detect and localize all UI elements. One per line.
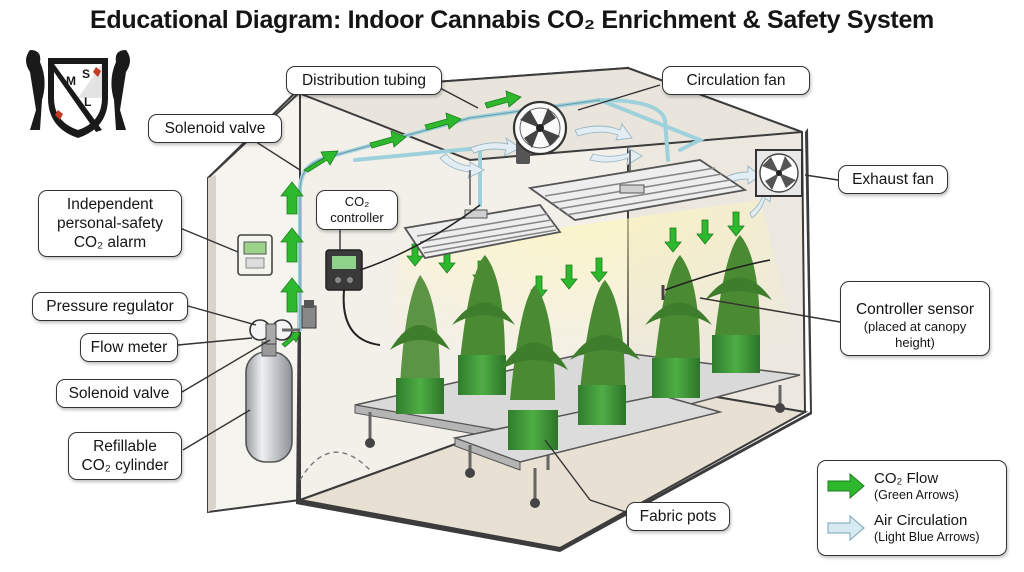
solenoid-valve-top xyxy=(301,300,317,329)
co2-alarm-device xyxy=(237,234,273,276)
callout-circulation-fan: Circulation fan xyxy=(662,66,810,95)
callout-co2-alarm: Independent personal-safety CO₂ alarm xyxy=(38,190,182,257)
callout-distribution-tubing: Distribution tubing xyxy=(286,66,442,95)
plant-2 xyxy=(452,255,515,395)
callout-co2-cylinder-line2: CO₂ cylinder xyxy=(81,457,169,474)
callout-controller-sensor: Controller sensor (placed at canopy heig… xyxy=(840,281,990,356)
legend-arrow-icons xyxy=(827,472,865,542)
callout-solenoid-valve-bottom: Solenoid valve xyxy=(56,379,182,408)
logo-letter-m: M xyxy=(66,74,76,88)
exhaust-fan xyxy=(755,149,803,197)
legend-air-circulation-label: Air Circulation xyxy=(874,512,968,529)
callout-co2-cylinder: Refillable CO₂ cylinder xyxy=(68,432,182,480)
page-title: Educational Diagram: Indoor Cannabis CO₂… xyxy=(90,6,934,34)
callout-co2-controller-line2: controller xyxy=(330,210,384,225)
callout-co2-cylinder-line1: Refillable xyxy=(93,438,157,455)
msnl-logo: M S N L xyxy=(26,50,130,138)
plant-4 xyxy=(570,280,640,425)
callout-co2-alarm-line1: Independent xyxy=(66,196,154,213)
circulation-fan xyxy=(512,100,568,164)
logo-letter-n: N xyxy=(68,102,77,116)
callout-co2-alarm-line2: personal-safety xyxy=(57,215,163,232)
callout-controller-sensor-line2: (placed at canopy xyxy=(863,319,967,334)
canopy-sensor xyxy=(661,259,771,300)
legend-co2-flow-label: CO₂ Flow xyxy=(874,470,939,487)
legend-green-arrow-icon xyxy=(827,472,865,500)
callout-co2-controller: CO₂ controller xyxy=(316,190,398,230)
callout-controller-sensor-line3: height) xyxy=(895,335,935,350)
callout-leader-lines xyxy=(177,84,841,516)
callout-co2-controller-line1: CO₂ xyxy=(344,194,370,209)
legend-co2-flow-sub: (Green Arrows) xyxy=(874,488,959,502)
plant-6 xyxy=(705,235,772,373)
callout-pressure-regulator: Pressure regulator xyxy=(32,292,188,321)
callout-controller-sensor-line1: Controller sensor xyxy=(855,301,975,318)
sensor-probe-spacer xyxy=(847,286,983,300)
callout-flow-meter: Flow meter xyxy=(80,333,178,362)
callout-co2-alarm-line3: CO₂ alarm xyxy=(73,234,147,251)
logo-letter-s: S xyxy=(82,67,90,81)
plant-1 xyxy=(390,275,450,414)
cannabis-plants xyxy=(390,235,772,450)
callout-exhaust-fan: Exhaust fan xyxy=(838,165,948,194)
legend-box: CO₂ Flow (Green Arrows) Air Circulation … xyxy=(817,460,1007,556)
callout-solenoid-valve-top: Solenoid valve xyxy=(148,114,282,143)
logo-letter-l: L xyxy=(84,95,91,109)
legend-blue-arrow-icon xyxy=(827,514,865,542)
co2-controller-device xyxy=(325,204,481,346)
legend-air-circulation-sub: (Light Blue Arrows) xyxy=(874,530,980,544)
plant-3 xyxy=(500,285,568,450)
co2-cylinder xyxy=(245,319,300,463)
air-circulation-arrows xyxy=(439,123,773,219)
callout-fabric-pots: Fabric pots xyxy=(626,502,730,531)
grow-light-right xyxy=(527,150,748,221)
